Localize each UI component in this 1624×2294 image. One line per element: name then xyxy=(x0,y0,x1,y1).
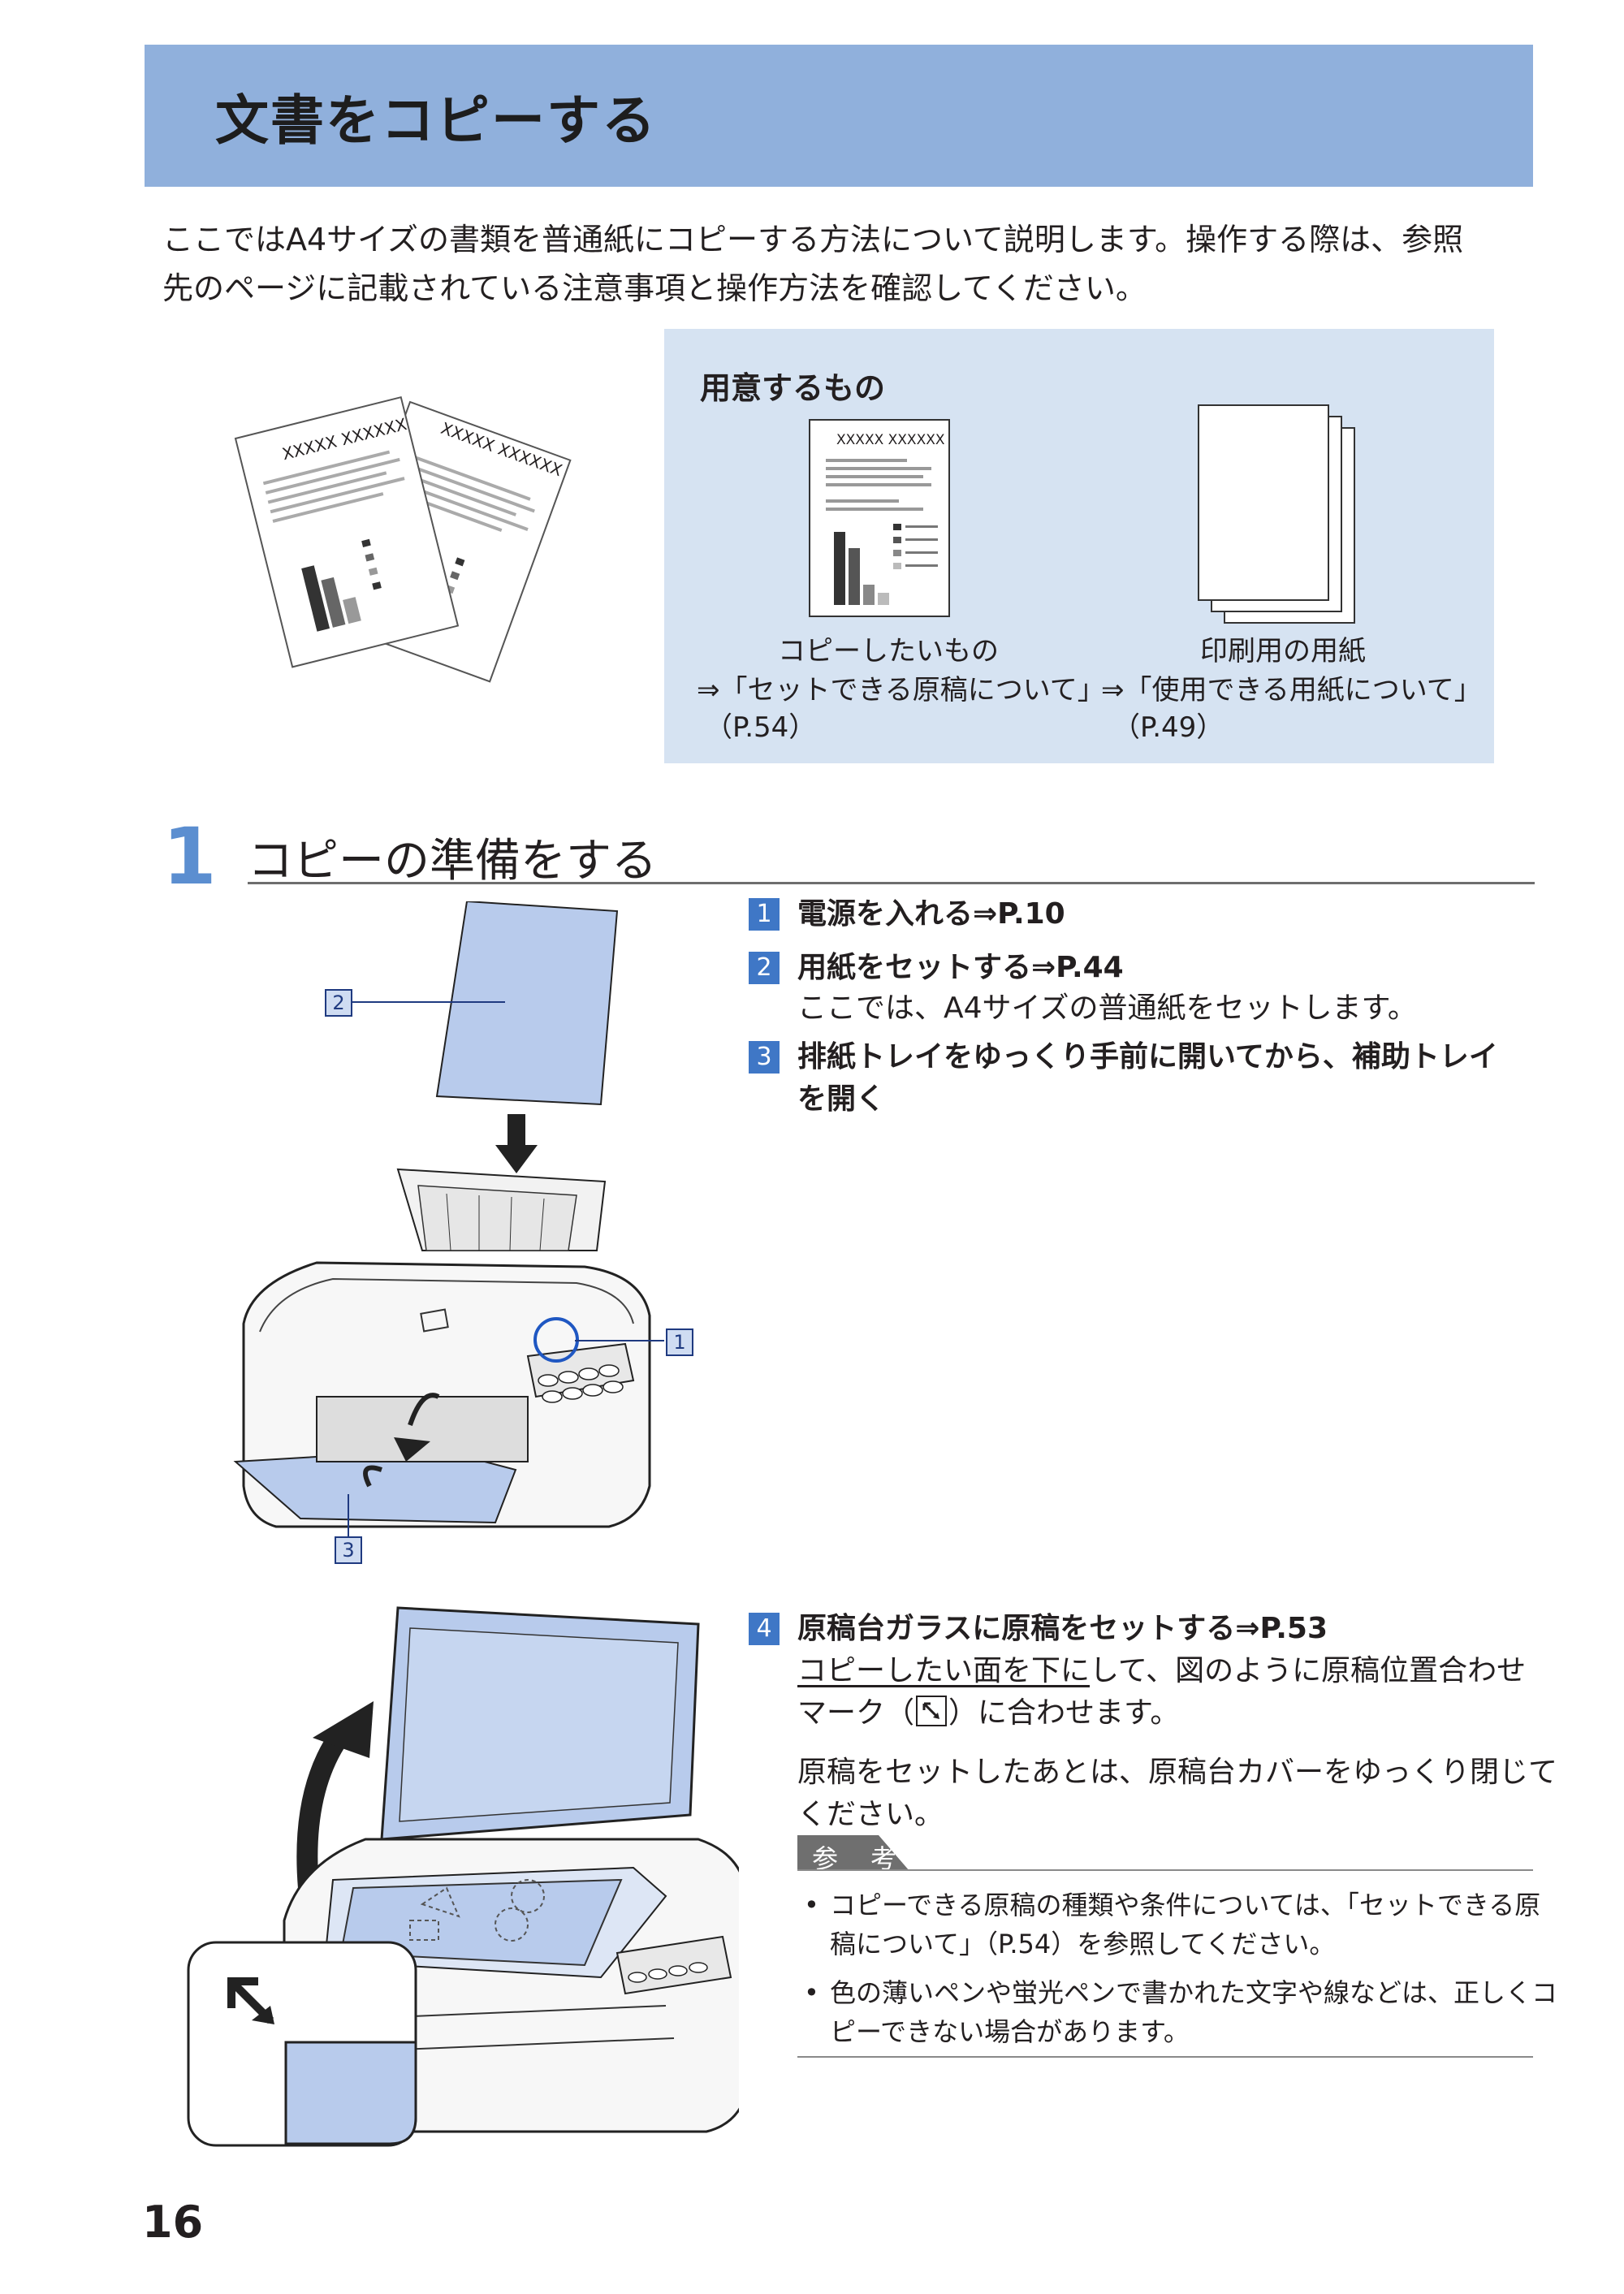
item-original-name: コピーしたいもの xyxy=(778,635,999,667)
callout-2: 2 xyxy=(325,989,352,1017)
step-3-text-line-1: 排紙トレイをゆっくり手前に開いてから、補助トレイ xyxy=(797,1040,1498,1074)
step-4-sub-line-1: コピーしたい面を下にして、図のように原稿位置合わせ xyxy=(797,1648,1526,1694)
printer-tray-illustration xyxy=(233,901,651,1528)
callout-3: 3 xyxy=(335,1536,362,1564)
page-title: 文書をコピーする xyxy=(215,89,657,152)
item-original-page: （P.54） xyxy=(705,711,817,744)
note-bullet-icon-2: • xyxy=(804,1977,819,2008)
note-bullet-1-line-1: コピーできる原稿の種類や条件については、「セットできる原 xyxy=(830,1890,1541,1920)
step-badge-4: 4 xyxy=(749,1613,780,1645)
note-label: 参 考 xyxy=(812,1843,901,1874)
step-badge-2: 2 xyxy=(749,952,780,984)
step-2-sub: ここでは、A4サイズの普通紙をセットします。 xyxy=(797,991,1417,1025)
paper-stack-icon xyxy=(1198,404,1355,624)
step-3-text-line-2: を開く xyxy=(797,1082,886,1116)
step-2-text: 用紙をセットする⇒P.44 xyxy=(797,951,1124,984)
title-banner xyxy=(145,45,1533,187)
step-4-sub-line-2b: ）に合わせます。 xyxy=(948,1696,1180,1730)
step-badge-3: 3 xyxy=(749,1041,780,1074)
callout-line-2 xyxy=(351,1001,505,1003)
preparation-box xyxy=(664,329,1494,763)
step-4-sub-line-2: マーク（ ）に合わせます。 xyxy=(797,1691,1179,1736)
step-4-sub-emphasis: コピーしたい面を下に xyxy=(797,1654,1091,1687)
item-paper-page: （P.49） xyxy=(1112,711,1224,744)
original-document-icon xyxy=(809,419,950,617)
page-number: 16 xyxy=(142,2197,204,2248)
callout-line-1 xyxy=(575,1340,664,1341)
note-bullet-1-line-2: 稿について」（P.54）を参照してください。 xyxy=(830,1929,1336,1959)
note-bullet-2-line-2: ピーできない場合があります。 xyxy=(830,2016,1190,2047)
item-paper-ref: ⇒「使用できる用紙について」 xyxy=(1101,674,1482,706)
callout-line-3 xyxy=(348,1494,349,1536)
section-number: 1 xyxy=(162,811,217,902)
step-4-text: 原稿台ガラスに原稿をセットする⇒P.53 xyxy=(797,1612,1328,1645)
intro-line-1: ここではA4サイズの書類を普通紙にコピーする方法について説明します。操作する際は… xyxy=(162,222,1464,257)
step-1-text: 電源を入れる⇒P.10 xyxy=(797,897,1065,931)
step-4-sub2-line-2: ください。 xyxy=(797,1798,944,1831)
section-title: コピーの準備をする xyxy=(248,835,657,888)
note-bullet-2-line-1: 色の薄いペンや蛍光ペンで書かれた文字や線などは、正しくコ xyxy=(830,1977,1558,2008)
step-4-sub-line-2a: マーク（ xyxy=(797,1696,915,1730)
intro-line-2: 先のページに記載されている注意事項と操作方法を確認してください。 xyxy=(162,270,1147,306)
callout-1: 1 xyxy=(666,1328,693,1356)
note-rule-top xyxy=(797,1869,1533,1871)
alignment-mark-icon xyxy=(916,1696,948,1726)
note-bullet-icon-1: • xyxy=(804,1890,819,1920)
sample-documents-illustration xyxy=(234,395,572,683)
note-tab xyxy=(797,1835,909,1871)
section-rule xyxy=(248,882,1535,884)
alignment-mark-inset xyxy=(187,1941,417,2147)
intro-text: ここではA4サイズの書類を普通紙にコピーする方法について説明します。操作する際は… xyxy=(162,215,1535,313)
step-4-sub2-line-1: 原稿をセットしたあとは、原稿台カバーをゆっくり閉じて xyxy=(797,1756,1558,1789)
preparation-title: 用意するもの xyxy=(700,370,886,406)
original-document-heading: XXXXX XXXXXX xyxy=(836,432,945,448)
step-4-sub-rest: して、図のように原稿位置合わせ xyxy=(1090,1654,1527,1687)
step-badge-1: 1 xyxy=(749,898,780,931)
item-original-ref: ⇒「セットできる原稿について」 xyxy=(697,674,1105,706)
note-rule-bottom xyxy=(797,2056,1533,2058)
sample-document-front xyxy=(234,395,460,668)
item-paper-name: 印刷用の用紙 xyxy=(1200,635,1366,667)
